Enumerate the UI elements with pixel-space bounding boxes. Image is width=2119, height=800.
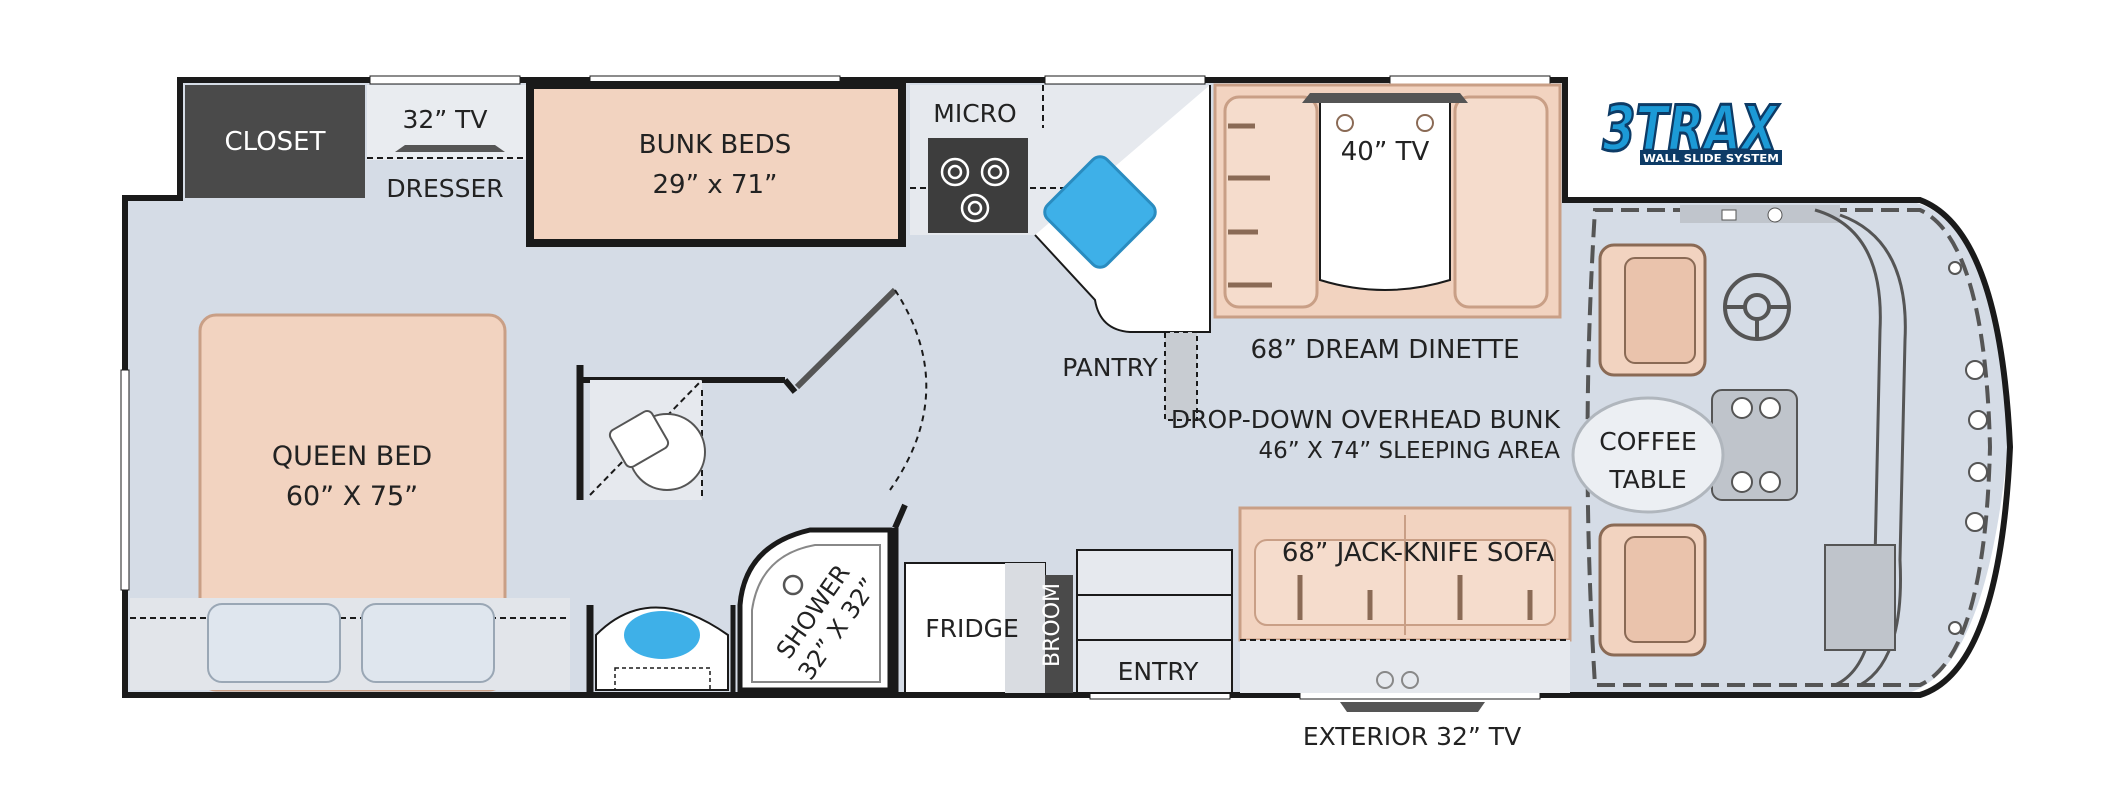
dresser-label: DRESSER xyxy=(386,174,503,203)
window xyxy=(120,369,130,591)
dashboard xyxy=(1839,213,1907,687)
shower-pan xyxy=(751,544,881,683)
outer-wall xyxy=(122,77,2014,698)
bathroom-door xyxy=(794,287,898,390)
closet xyxy=(185,85,365,198)
fridge-shade xyxy=(1005,563,1045,693)
window xyxy=(1389,75,1551,85)
entry-steps xyxy=(1076,549,1233,694)
window xyxy=(1044,75,1206,85)
pantry-label: PANTRY xyxy=(1062,353,1158,382)
tv32-label: 32” TV xyxy=(402,105,487,134)
logo-tagline: WALL SLIDE SYSTEM xyxy=(1643,152,1779,165)
bunk-beds xyxy=(526,81,906,247)
closet-label: CLOSET xyxy=(225,127,326,157)
passenger-seat-cushion xyxy=(1624,536,1696,643)
queen-bed-size: 60” X 75” xyxy=(286,481,418,512)
exterior-tv-label: EXTERIOR 32” TV xyxy=(1303,722,1521,751)
tv32-icon xyxy=(395,145,505,152)
coffee-label: COFFEE xyxy=(1599,427,1697,456)
toilet-tank xyxy=(608,410,670,468)
bunk-beds-label: BUNK BEDS xyxy=(639,130,791,160)
fridge-label: FRIDGE xyxy=(925,614,1019,643)
stove xyxy=(928,138,1028,233)
center-console xyxy=(1711,389,1798,501)
broom-label: BROOM xyxy=(1040,583,1065,667)
3trax-logo: 3TRAX WALL SLIDE SYSTEM xyxy=(1600,91,1782,167)
dash-panel xyxy=(1680,205,1840,223)
micro-label: MICRO xyxy=(933,99,1016,128)
coffee-table xyxy=(1571,396,1725,514)
dinette-label: 68” DREAM DINETTE xyxy=(1250,335,1519,365)
tv40-icon xyxy=(1302,93,1468,103)
glovebox xyxy=(1824,544,1896,651)
dinette-seat-left xyxy=(1223,95,1319,309)
outlet-icon xyxy=(1376,671,1394,689)
queen-bed-label: QUEEN BED xyxy=(272,441,432,472)
outlet-icon xyxy=(1401,671,1419,689)
dash-button-icon xyxy=(1721,209,1737,221)
vanity-cabinet xyxy=(614,667,711,691)
dinette-seat-right xyxy=(1453,95,1549,309)
pantry xyxy=(1164,331,1198,421)
dashboard xyxy=(1814,208,1882,687)
entry-label: ENTRY xyxy=(1118,657,1200,686)
window xyxy=(369,75,521,85)
exterior-tv-icon xyxy=(1340,702,1485,712)
overhead-bunk-size: 46” X 74” SLEEPING AREA xyxy=(1258,438,1560,464)
steering-wheel-icon xyxy=(1723,273,1791,341)
sofa-label: 68” JACK-KNIFE SOFA xyxy=(1282,538,1555,568)
tv40-label: 40” TV xyxy=(1341,137,1430,167)
seatbelt-icon xyxy=(1228,123,1272,288)
seatbelt-icon xyxy=(1297,575,1533,620)
shower-drain-icon xyxy=(782,574,804,596)
table-label: TABLE xyxy=(1608,465,1686,494)
overhead-bunk-label: DROP-DOWN OVERHEAD BUNK xyxy=(1171,405,1561,434)
broom-closet xyxy=(1045,575,1073,693)
pillow xyxy=(361,603,495,683)
kitchen-sink xyxy=(1043,155,1157,269)
bed-footboard-shelf xyxy=(130,598,570,690)
mirror-bolt-icon xyxy=(1948,261,1988,635)
bathroom-sink xyxy=(624,611,700,659)
cupholder-icon xyxy=(1731,397,1781,493)
driver-seat-cushion xyxy=(1624,257,1696,364)
sofa-storage xyxy=(1240,640,1570,693)
cupholder-icon xyxy=(1416,114,1434,132)
dash-button-icon xyxy=(1767,207,1783,223)
stove-burner-icon xyxy=(940,157,1010,223)
dinette-table xyxy=(1319,99,1451,291)
cupholder-icon xyxy=(1336,114,1354,132)
bunk-beds-size: 29” x 71” xyxy=(652,170,777,200)
pillow xyxy=(207,603,341,683)
